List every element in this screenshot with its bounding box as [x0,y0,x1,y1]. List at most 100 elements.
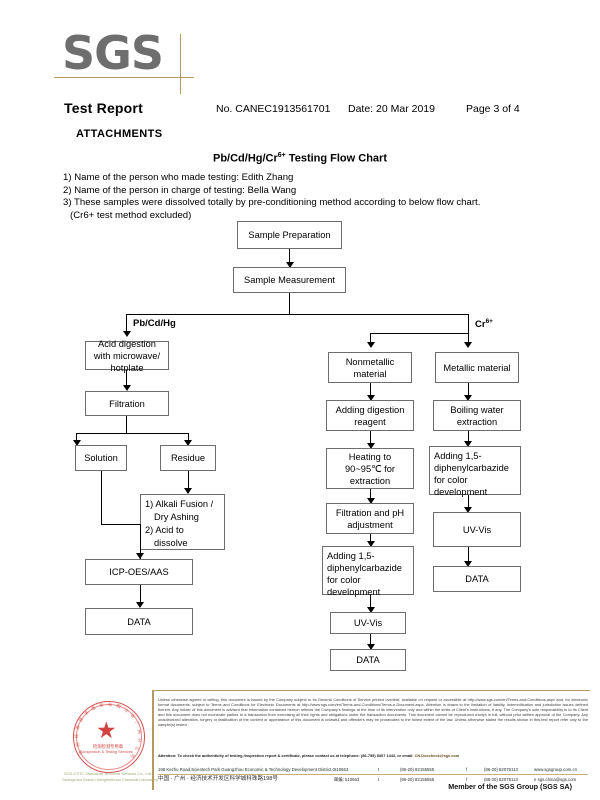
arrow-metallic [464,342,473,348]
member-of-sgs-group: Member of the SGS Group (SGS SA) [448,782,572,791]
flowchart-title: Pb/Cd/Hg/Cr6+ Testing Flow Chart [0,152,600,165]
note-3-continuation: (Cr6+ test method excluded) [70,209,192,221]
node-uv-vis-right[interactable]: UV-Vis [433,512,521,547]
report-header: Test Report No. CANEC1913561701 Date: 20… [0,100,600,122]
star-icon: ★ [96,717,117,743]
report-number: No. CANEC1913561701 [216,103,331,115]
authenticity-email[interactable]: CN.Doccheck@sgs.com [414,753,460,758]
telephone-cn: (86-20) 82155555 [400,777,435,782]
seal-outer-ring [73,701,145,773]
tel-marker-cn: t [378,777,380,782]
footer-top-rule [152,690,590,691]
connector-solution-down [101,471,103,525]
legal-disclaimer: Unless otherwise agreed in writing, this… [158,697,588,728]
address-row-english: 198 Kezhu Road,Scientech Park Guangzhou … [158,765,588,774]
node-alkali-fusion-line-2: Dry Ashing [154,512,199,522]
fax-en: (86-20) 82075113 [484,767,518,772]
node-boiling-water-extraction[interactable]: Boiling water extraction [433,400,521,431]
node-uv-vis-middle[interactable]: UV-Vis [330,612,406,634]
flowchart-title-superscript: 6+ [277,152,286,159]
connector-measure-down [288,293,291,315]
note-2: 2) Name of the person in charge of testi… [63,184,297,196]
node-acid-digestion[interactable]: Acid digestion with microwave/ hotplate [85,339,169,373]
node-adding-digestion-reagent[interactable]: Adding digestion reagent [326,400,414,431]
node-adding-dpc-middle[interactable]: Adding 1,5-diphenylcarbazide for color d… [322,546,414,597]
connector-residue-drop [187,433,189,444]
node-nonmetallic-material[interactable]: Nonmetallic material [328,352,412,383]
connector-filtration-down [126,416,128,434]
branch-label-cr6: Cr6+ [475,318,493,330]
node-filtration[interactable]: Filtration [85,391,169,416]
connector-residue-to-alkali [187,471,189,493]
seal-bottom-line-2: Guangzhou Branch Hangmeihuan Chemical La… [62,777,158,782]
connector-uvvis-to-data-right [467,547,469,565]
contact-email: sgs.china@sgs.com [537,777,577,782]
node-data-right[interactable]: DATA [433,566,521,592]
connector-metallic-to-boiling [467,383,469,399]
node-residue[interactable]: Residue [160,445,216,471]
authenticity-notice: Attention: To check the authenticity of … [158,753,588,758]
authenticity-notice-line-1: Attention: To check the authenticity of … [158,753,397,758]
report-date: Date: 20 Mar 2019 [348,103,435,115]
page-title: Test Report [64,100,143,116]
seal-bottom-line-1: SGS-CSTC Standards Technical Services Co… [64,771,152,776]
sgs-logo-text: SGS [62,26,164,80]
connector-heating-to-filtration-ph [370,489,372,502]
node-heating-extraction[interactable]: Heating to 90~95℃ for extraction [326,448,414,489]
logo-vertical-rule [180,34,181,94]
arrow-left-branch [122,331,131,337]
connector-right-branch-drop [467,314,469,334]
node-filtration-ph-adjustment[interactable]: Filtration and pH adjustment [326,503,414,534]
branch-label-pb-cd-hg: Pb/Cd/Hg [133,318,176,329]
zip-chinese: 邮编: 510663 [334,777,360,782]
telephone-en: (86-20) 82155555 [400,767,435,772]
seal-center-english: Inspection & Testing Services [83,750,133,754]
node-data-middle[interactable]: DATA [330,649,406,671]
sgs-logo: SGS [54,26,194,94]
node-alkali-fusion[interactable]: 1) Alkali Fusion / Dry Ashing 2) Acid to… [140,494,225,550]
connector-prep-to-measure [288,249,291,266]
address-english: 198 Kezhu Road,Scientech Park Guangzhou … [158,767,334,772]
node-metallic-material[interactable]: Metallic material [435,352,519,383]
seal-arc-text-container: 通标标准技术服务有限公司广州分公司 [73,701,143,771]
authenticity-notice-prefix: or email: [397,753,415,758]
tel-marker-en: t [378,767,380,772]
footer-left-rule [152,690,154,790]
seal-center-chinese: 检测检测专用章 [92,744,124,749]
flowchart-title-tail: Testing Flow Chart [285,152,387,165]
fax-cn: (86-20) 82075113 [484,777,518,782]
connector-boiling-to-dpc [467,431,469,445]
node-alkali-fusion-line-3: 2) Acid to [145,525,184,535]
branch-label-cr6-superscript: 6+ [485,318,493,325]
email-marker-and-email[interactable]: e sgs.china@sgs.com [534,775,576,784]
note-3: 3) These samples were dissolved totally … [63,197,481,209]
connector-solution-merge [101,523,141,525]
branch-label-cr6-main: Cr [475,319,486,331]
notes-list: 1) Name of the person who made testing: … [63,172,563,222]
node-alkali-fusion-line-4: dissolve [154,538,188,548]
connector-metallic-drop [467,333,469,346]
node-adding-dpc-right[interactable]: Adding 1,5-diphenylcarbazide for color d… [429,446,521,497]
note-1: 1) Name of the person who made testing: … [63,172,294,183]
node-sample-preparation[interactable]: Sample Preparation [237,221,342,249]
company-seal-stamp: ★ 通标标准技术服务有限公司广州分公司 检测检测专用章 Inspection &… [62,697,158,785]
connector-main-split-bus [126,314,469,316]
node-solution[interactable]: Solution [75,445,127,471]
node-sample-measurement[interactable]: Sample Measurement [233,267,346,293]
address-chinese: 中国 · 广州 · 经济技术开发区科学城科珠路198号 [158,776,278,782]
connector-icp-to-data [139,585,141,607]
connector-cr6-split-bus [370,333,469,335]
node-alkali-fusion-line-1: 1) Alkali Fusion / [145,499,214,509]
fax-marker-cn: f [466,777,468,782]
address-row-chinese: 中国 · 广州 · 经济技术开发区科学城科珠路198号 邮编: 510663 t… [158,774,588,784]
fax-marker-en: f [466,767,468,772]
website[interactable]: www.sgsgroup.com.cn [534,767,577,772]
node-icp-oes-aas[interactable]: ICP-OES/AAS [85,559,193,585]
connector-filtration-split-bus [76,433,189,435]
connector-nonmetallic-to-reagent [370,383,372,399]
logo-horizontal-rule [54,77,194,78]
connector-uvvis-to-data-middle [370,634,372,648]
node-data-left[interactable]: DATA [85,608,193,635]
seal-inner-ring [76,704,142,770]
seal-arc-text: 通标标准技术服务有限公司广州分公司 [73,702,143,759]
